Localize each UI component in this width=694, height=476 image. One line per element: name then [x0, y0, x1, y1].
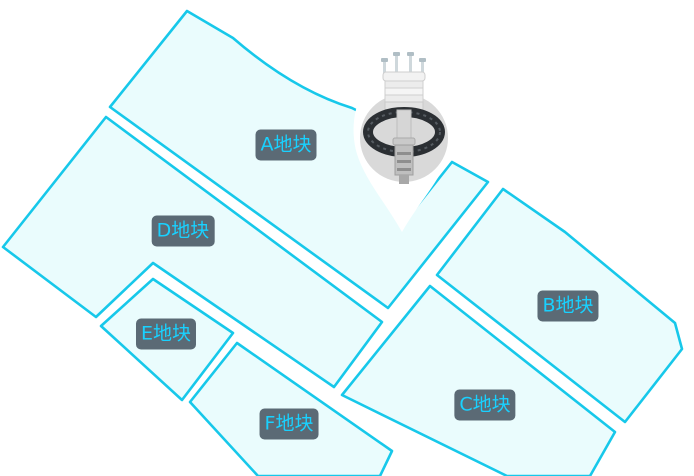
plot-a-label[interactable]: A地块 — [255, 129, 317, 161]
plot-e-label[interactable]: E地块 — [135, 318, 197, 350]
plot-b-label[interactable]: B地块 — [537, 290, 599, 322]
plot-d-label[interactable]: D地块 — [151, 215, 215, 247]
plot-c-label[interactable]: C地块 — [454, 389, 516, 421]
plot-c-area[interactable] — [340, 284, 617, 476]
weather-station-marker[interactable] — [345, 52, 463, 234]
weather-station-icon — [360, 52, 448, 184]
plot-f-label[interactable]: F地块 — [259, 408, 319, 440]
plot-d-area[interactable] — [1, 115, 384, 389]
